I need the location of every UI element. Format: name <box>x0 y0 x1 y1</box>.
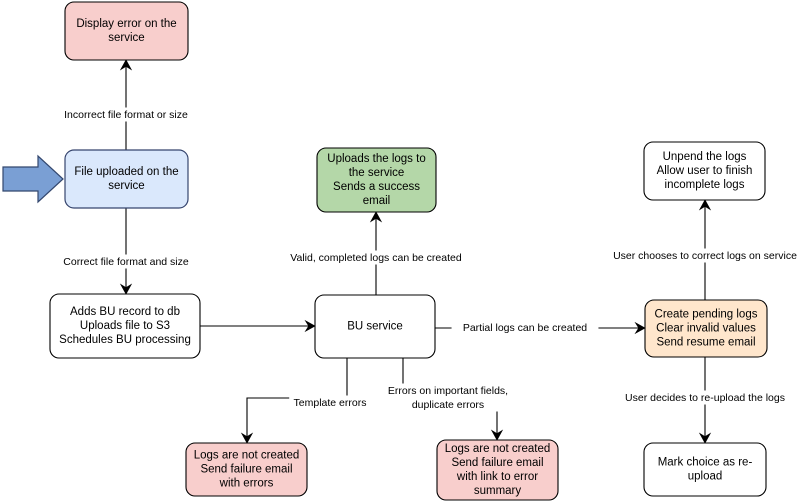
edge-valid-completed-logs-label-bg <box>278 250 474 265</box>
edge-user-chooses-to-correct-logs-label: User chooses to correct logs on service <box>613 250 797 262</box>
uploads-logs-to-service-box[interactable] <box>316 147 437 213</box>
mark-choice-as-reupload-label: Mark choice as re-upload <box>658 457 753 483</box>
mark-choice-as-reupload-box[interactable] <box>643 442 767 497</box>
unpend-the-logs-box[interactable] <box>643 141 766 201</box>
edge-partial-logs-can-be-created-label: Partial logs can be created <box>463 322 587 334</box>
edge-incorrect-file-format: Incorrect file format or size <box>47 59 205 150</box>
edge-template-errors-arrowhead <box>240 432 254 444</box>
logs-not-created-with-errors-box[interactable] <box>185 442 308 497</box>
edge-incorrect-file-format-arrowhead <box>119 59 133 71</box>
edge-correct-file-format-arrowhead <box>119 283 133 295</box>
bu-service[interactable]: BU service <box>314 294 436 359</box>
adds-bu-record-to-db-box[interactable] <box>49 293 201 359</box>
edge-template-errors-label: Template errors <box>294 397 367 409</box>
create-pending-logs-box[interactable] <box>644 299 768 358</box>
edge-partial-logs-can-be-created: Partial logs can be created <box>435 320 646 335</box>
edge-correct-file-format: Correct file format and size <box>49 208 203 295</box>
edge-user-chooses-to-correct-logs-arrowhead <box>698 199 712 211</box>
mark-choice-as-reupload[interactable]: Mark choice as re-upload <box>643 442 767 497</box>
edge-correct-file-format-label: Correct file format and size <box>63 256 189 268</box>
edge-errors-on-important-fields: Errors on important fields,duplicate err… <box>374 358 522 441</box>
edge-adds-record-to-bu-service <box>200 319 316 333</box>
edge-correct-file-format-label-bg <box>49 254 203 269</box>
edge-errors-on-important-fields-label: Errors on important fields,duplicate err… <box>388 385 508 411</box>
logs-not-created-with-error-summary-box[interactable] <box>436 439 559 501</box>
start-marker-group <box>2 154 64 204</box>
edge-template-errors-label-bg <box>289 395 371 410</box>
edge-user-decides-to-reupload-arrowhead <box>698 432 712 444</box>
edge-errors-on-important-fields-label-bg <box>374 383 522 412</box>
display-error-on-service-box[interactable] <box>64 1 189 61</box>
edge-template-errors: Template errors <box>240 358 371 444</box>
bu-service-label: BU service <box>347 321 403 333</box>
edge-valid-completed-logs-label: Valid, completed logs can be created <box>290 252 462 264</box>
edge-partial-logs-can-be-created-label-bg <box>451 320 599 335</box>
edge-user-chooses-to-correct-logs-label-bg <box>598 248 801 263</box>
process-start-arrow <box>2 154 64 204</box>
edge-user-decides-to-reupload: User decides to re-upload the logs <box>612 357 798 444</box>
edge-incorrect-file-format-label-bg <box>47 107 205 122</box>
edge-errors-on-important-fields-arrowhead <box>490 429 504 441</box>
edge-user-chooses-to-correct-logs: User chooses to correct logs on service <box>598 199 801 300</box>
edge-valid-completed-logs: Valid, completed logs can be created <box>278 211 474 295</box>
edge-user-decides-to-reupload-label: User decides to re-upload the logs <box>625 392 785 404</box>
file-uploaded-on-service-box[interactable] <box>64 149 189 209</box>
edge-partial-logs-can-be-created-arrowhead <box>634 321 646 335</box>
edge-user-decides-to-reupload-label-bg <box>612 390 798 405</box>
edge-adds-record-to-bu-service-arrowhead <box>304 319 316 333</box>
bu-service-box[interactable] <box>314 294 436 359</box>
edge-incorrect-file-format-label: Incorrect file format or size <box>64 109 188 121</box>
edge-valid-completed-logs-arrowhead <box>369 211 383 223</box>
